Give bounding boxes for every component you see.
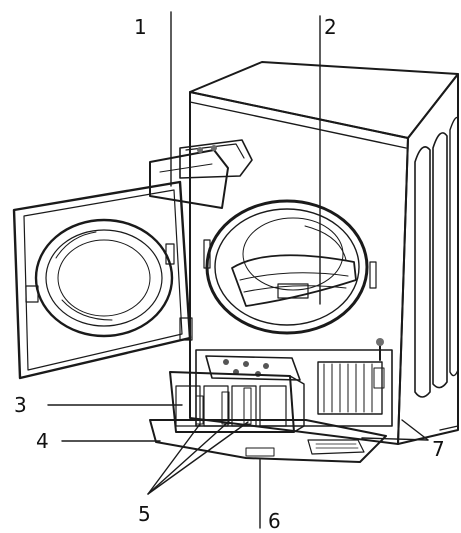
leader-line-5c bbox=[147, 421, 249, 495]
dryer-cabinet bbox=[189, 61, 459, 445]
callout-labels: 1 2 3 4 5 6 7 bbox=[14, 15, 445, 533]
leader-lines bbox=[47, 11, 459, 529]
door-panel bbox=[12, 180, 192, 380]
callout-2: 2 bbox=[324, 15, 337, 39]
callout-3: 3 bbox=[14, 393, 27, 417]
callout-4: 4 bbox=[36, 429, 49, 453]
side-ribs bbox=[414, 116, 459, 398]
leader-line-5a bbox=[147, 423, 201, 495]
heat-exchanger bbox=[169, 355, 305, 433]
leader-line-5b bbox=[147, 423, 227, 495]
callout-1: 1 bbox=[134, 15, 147, 39]
plinth-flap bbox=[149, 419, 387, 463]
condenser-coil bbox=[317, 361, 385, 415]
drum-opening bbox=[203, 199, 377, 335]
lint-filter bbox=[231, 254, 357, 307]
open-door bbox=[12, 180, 193, 380]
locking-lever bbox=[243, 387, 252, 425]
water-container-drawer bbox=[149, 139, 253, 209]
callout-7: 7 bbox=[432, 437, 445, 461]
callout-5: 5 bbox=[138, 502, 151, 526]
cabinet-right-side bbox=[397, 73, 459, 445]
condenser-bay bbox=[169, 338, 393, 433]
cabinet-front bbox=[189, 91, 409, 445]
leader-line-7b bbox=[401, 419, 429, 441]
leader-line-7a bbox=[361, 437, 429, 441]
leader-line-7c bbox=[439, 425, 459, 431]
callout-6: 6 bbox=[268, 509, 281, 533]
